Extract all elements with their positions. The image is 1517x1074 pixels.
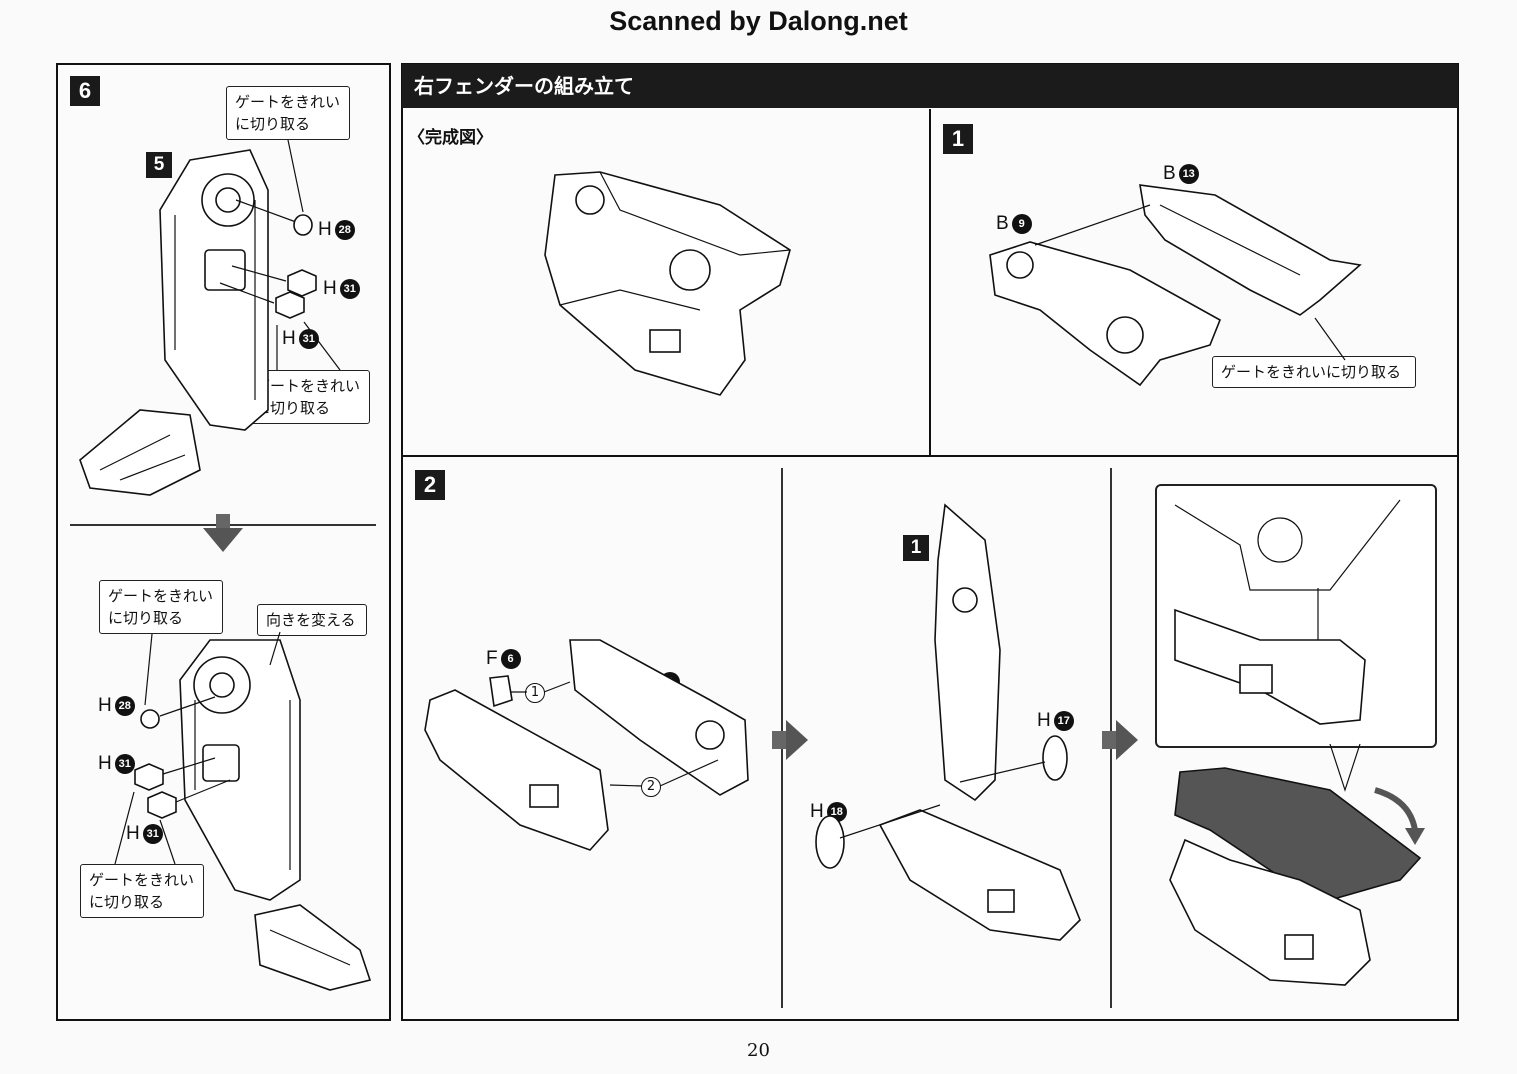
part-letter: H xyxy=(1037,710,1051,731)
part-letter: H xyxy=(98,695,112,716)
part-number: 28 xyxy=(114,695,135,716)
part-letter: H xyxy=(318,219,332,240)
step2-number: 2 xyxy=(415,470,445,500)
part-number: 28 xyxy=(334,219,355,240)
next-step-arrow-stem-a xyxy=(772,731,786,749)
callout-line: ゲートをきれい xyxy=(235,93,341,111)
substep1-ref: 1 xyxy=(903,535,929,561)
part-number: 6 xyxy=(500,648,521,669)
callout-line: ゲートをきれい xyxy=(89,871,195,889)
gate-cut-callout-step1: ゲートをきれいに切り取る xyxy=(1212,356,1416,388)
part-number: 17 xyxy=(1053,710,1074,731)
part-number: 31 xyxy=(142,823,163,844)
part-letter: F xyxy=(486,648,498,669)
callout-line: ゲートをきれい xyxy=(255,377,361,395)
callout-line: ゲートをきれい xyxy=(108,587,214,605)
part-letter: H xyxy=(98,753,112,774)
turn-direction-callout: 向きを変える xyxy=(257,604,367,636)
part-letter: H xyxy=(126,823,140,844)
gate-cut-callout-top: ゲートをきれい に切り取る xyxy=(226,86,350,140)
callout-line: に切り取る xyxy=(235,115,311,133)
callout-line: に切り取る xyxy=(108,609,184,627)
part-number: 31 xyxy=(339,278,360,299)
gate-cut-callout-bottom-left: ゲートをきれい に切り取る xyxy=(99,580,223,634)
next-step-arrow-stem-b xyxy=(1102,731,1116,749)
part-letter: H xyxy=(282,328,296,349)
next-step-arrow-icon xyxy=(786,720,808,760)
completed-step1-divider xyxy=(929,109,931,456)
callout-line: に切り取る xyxy=(255,399,331,417)
part-letter: B xyxy=(1163,163,1176,184)
order-marker-1: 1 xyxy=(525,683,545,703)
section-title: 右フェンダーの組み立て xyxy=(402,64,1458,108)
part-number: 9 xyxy=(1011,213,1032,234)
substep5-number: 5 xyxy=(146,152,172,178)
order-marker-2: 2 xyxy=(641,777,661,797)
gate-cut-callout-bottom: ゲートをきれい に切り取る xyxy=(80,864,204,918)
part-letter: H xyxy=(323,278,337,299)
header-title: Scanned by Dalong.net xyxy=(609,6,908,36)
part-letter: H xyxy=(810,801,824,822)
part-letter: B xyxy=(996,213,1009,234)
part-number: 13 xyxy=(1178,163,1199,184)
completed-label: 〈完成図〉 xyxy=(408,128,493,148)
callout-line: に切り取る xyxy=(89,893,165,911)
step1-number: 1 xyxy=(943,124,973,154)
step-row-divider xyxy=(402,455,1458,457)
page-number: 20 xyxy=(747,1040,770,1061)
next-step-arrow-icon xyxy=(1116,720,1138,760)
step6-number: 6 xyxy=(70,76,100,106)
part-number: 31 xyxy=(114,753,135,774)
